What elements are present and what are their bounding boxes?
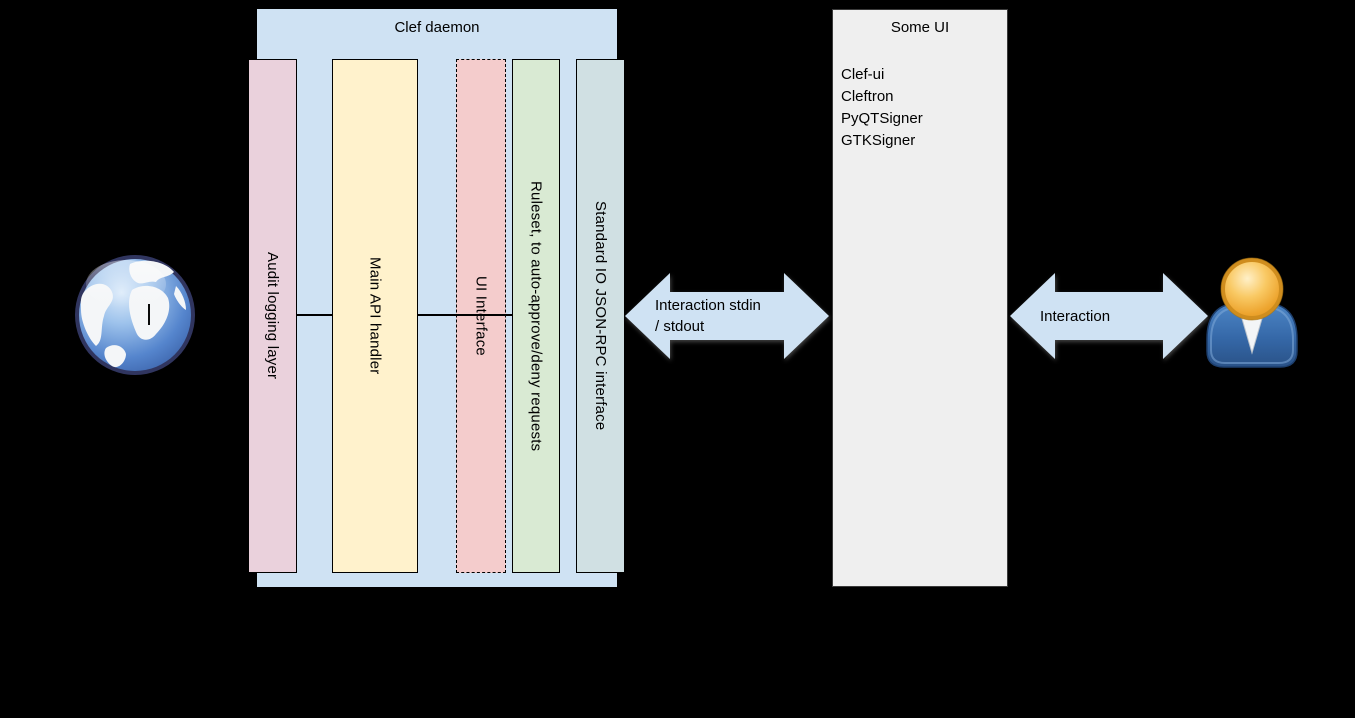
list-item-cleftron: Cleftron (841, 88, 894, 105)
ui-interface-column: UI Interface (456, 59, 506, 573)
list-item-gtksigner: GTKSigner (841, 132, 916, 149)
globe-icon (75, 255, 195, 375)
list-item-pyqtsigner: PyQTSigner (841, 110, 923, 127)
interaction-arrow-label: Interaction (1040, 307, 1111, 325)
stdin-stdout-arrow-shape (625, 273, 829, 359)
ui-interface-label: UI Interface (472, 276, 490, 356)
connector-stub-globe (148, 304, 150, 325)
audit-logging-layer-column: Audit logging layer (248, 59, 297, 573)
audit-logging-layer-label: Audit logging layer (264, 252, 281, 380)
user-icon (1206, 257, 1298, 368)
main-api-handler-label: Main API handler (366, 257, 384, 375)
some-ui-list: Clef-ui Cleftron PyQTSigner GTKSigner (841, 64, 1001, 152)
clef-daemon-title: Clef daemon (394, 19, 480, 36)
connector-line-audit-api (297, 314, 333, 316)
stdin-stdout-arrow-label: Interaction stdin / stdout (655, 297, 761, 335)
ruleset-column: Ruleset, to auto-approve/deny requests (512, 59, 560, 573)
interaction-arrow-shape (1010, 273, 1208, 359)
standard-io-jsonrpc-label: Standard IO JSON-RPC interface (592, 201, 609, 431)
some-ui-box (832, 9, 1008, 587)
interaction-arrow: Interaction (1010, 273, 1208, 359)
some-ui-title: Some UI (890, 19, 950, 36)
ruleset-label: Ruleset, to auto-approve/deny requests (527, 180, 545, 452)
connector-line-api-ruleset (417, 314, 512, 316)
stdin-stdout-arrow: Interaction stdin / stdout (625, 273, 829, 359)
main-api-handler-column: Main API handler (332, 59, 418, 573)
clef-daemon-box (257, 9, 617, 587)
standard-io-jsonrpc-column: Standard IO JSON-RPC interface (576, 59, 625, 573)
list-item-clef-ui: Clef-ui (841, 66, 885, 83)
